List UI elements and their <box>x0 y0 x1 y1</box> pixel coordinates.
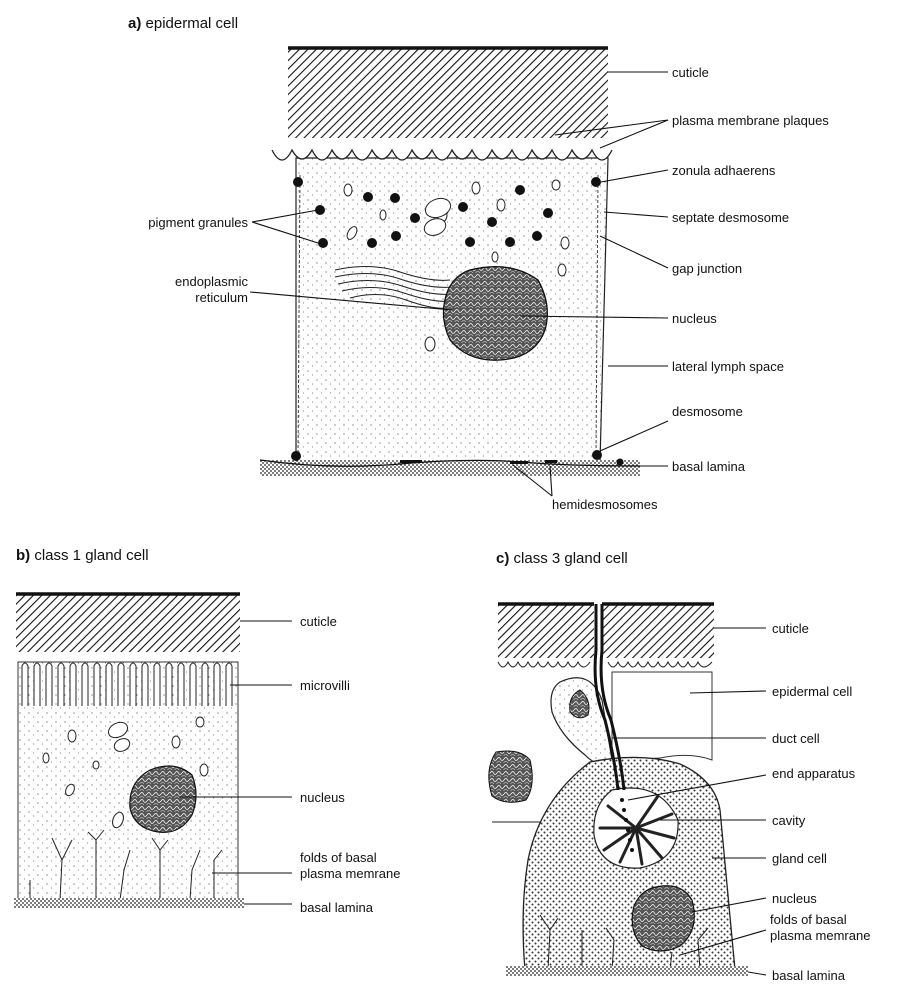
cuticle-c-right <box>602 604 714 658</box>
basal-lamina-b <box>14 898 244 908</box>
label-duct-cell: duct cell <box>772 731 820 746</box>
label-folds-c-1: folds of basal <box>770 912 847 927</box>
basal-lamina-a <box>260 460 640 476</box>
cuticle-a <box>288 48 608 138</box>
label-lateral-lymph-space: lateral lymph space <box>672 359 784 374</box>
label-end-apparatus: end apparatus <box>772 766 856 781</box>
panel-c: c) class 3 gland cell <box>489 550 871 983</box>
label-septate-desmosome: septate desmosome <box>672 210 789 225</box>
label-gap-junction: gap junction <box>672 261 742 276</box>
panel-c-title: c) class 3 gland cell <box>496 550 628 567</box>
panel-b-title: b) class 1 gland cell <box>16 547 149 564</box>
neighbor-nucleus <box>489 751 532 802</box>
zonula-adhaerens-right <box>591 177 601 187</box>
nucleus-a <box>443 267 547 361</box>
panel-a-letter: a) <box>128 15 141 32</box>
label-hemidesmosomes: hemidesmosomes <box>552 497 658 512</box>
label-cuticle-c: cuticle <box>772 621 809 636</box>
nucleus-c <box>632 886 694 951</box>
label-nucleus-b: nucleus <box>300 790 345 805</box>
label-nucleus-a: nucleus <box>672 311 717 326</box>
panel-c-title-text: class 3 gland cell <box>514 550 628 567</box>
label-cuticle-b: cuticle <box>300 614 337 629</box>
zonula-adhaerens-left <box>293 177 303 187</box>
panel-a-title: a) epidermal cell <box>128 15 238 32</box>
panel-a-title-text: epidermal cell <box>146 15 239 32</box>
cuticle-b <box>16 594 240 652</box>
label-endoplasmic-reticulum-1: endoplasmic <box>175 274 248 289</box>
label-folds-b-1: folds of basal <box>300 850 377 865</box>
label-microvilli: microvilli <box>300 678 350 693</box>
label-cavity: cavity <box>772 813 806 828</box>
label-nucleus-c: nucleus <box>772 891 817 906</box>
label-desmosome: desmosome <box>672 404 743 419</box>
label-zonula-adhaerens: zonula adhaerens <box>672 163 776 178</box>
label-endoplasmic-reticulum-2: reticulum <box>195 290 248 305</box>
label-basal-lamina-b: basal lamina <box>300 900 374 915</box>
desmosome-right <box>592 450 602 460</box>
basal-lamina-c <box>506 966 748 976</box>
label-pigment-granules: pigment granules <box>148 215 248 230</box>
label-gland-cell: gland cell <box>772 851 827 866</box>
label-folds-b-2: plasma memrane <box>300 866 400 881</box>
panel-c-letter: c) <box>496 550 509 567</box>
label-basal-lamina-c: basal lamina <box>772 968 846 983</box>
desmosome-left <box>291 451 301 461</box>
label-epidermal-cell: epidermal cell <box>772 684 852 699</box>
plasma-membrane-plaques <box>272 150 612 160</box>
panel-b: b) class 1 gland cell <box>14 547 400 915</box>
panel-b-title-text: class 1 gland cell <box>34 547 148 564</box>
cuticle-c-left <box>498 604 594 658</box>
label-plasma-membrane-plaques: plasma membrane plaques <box>672 113 829 128</box>
panel-a: a) epidermal cell <box>128 15 829 512</box>
label-folds-c-2: plasma memrane <box>770 928 870 943</box>
panel-b-letter: b) <box>16 547 30 564</box>
label-basal-lamina-a: basal lamina <box>672 459 746 474</box>
epidermal-cell-c <box>612 672 712 760</box>
label-cuticle-a: cuticle <box>672 65 709 80</box>
